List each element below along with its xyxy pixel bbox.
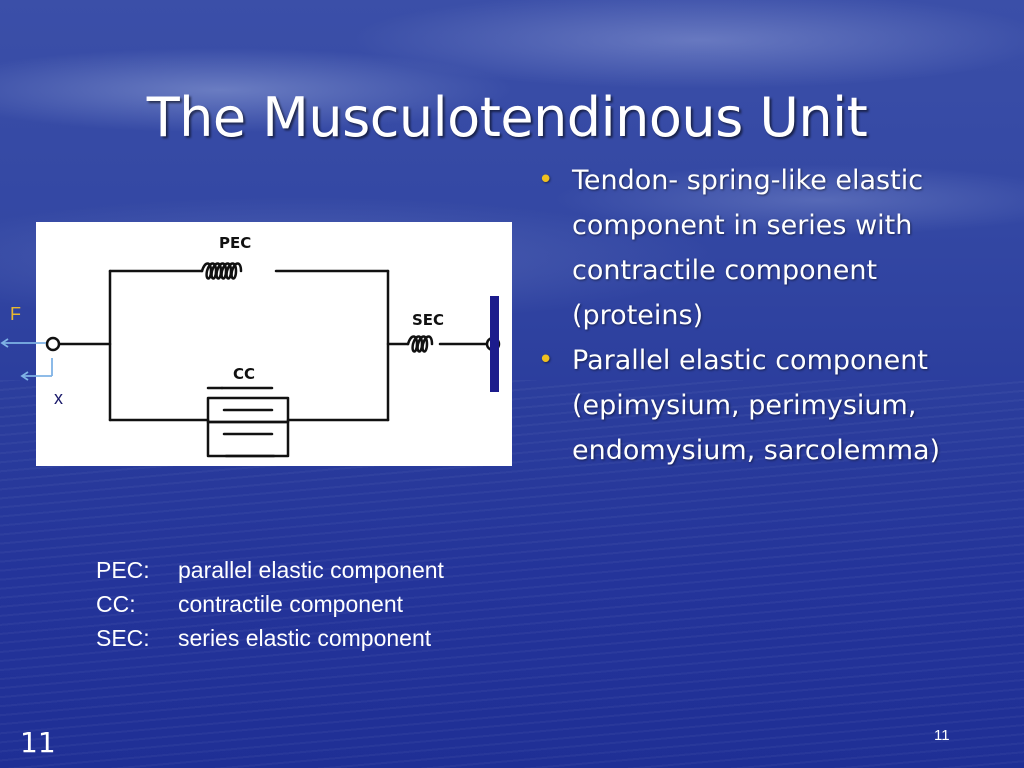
legend-desc: parallel elastic component [178,557,444,583]
force-label: F [10,304,21,324]
cc-label: CC [233,365,255,383]
slide-title: The Musculotendinous Unit [146,86,868,149]
legend-abbr: SEC: [96,625,150,651]
bullet-text: Tendon- spring-like elastic component in… [572,165,924,331]
bullet-icon: • [538,165,554,195]
displacement-arrow-head [20,371,29,381]
cc-box-lower [206,420,290,458]
pec-label: PEC [219,234,251,252]
sec-spring [406,335,434,353]
bullet-icon: • [538,345,554,375]
slide-number-left: 11 [20,726,56,759]
legend-row: SEC: series elastic component [96,621,444,655]
legend-row: CC: contractile component [96,587,444,621]
sec-label: SEC [412,311,444,329]
schematic-svg: PEC SEC CC [45,234,501,458]
right-terminal [485,336,501,352]
slide-number-right: 11 [934,727,950,744]
legend-row: PEC: parallel elastic component [96,553,444,587]
bullet-item: • Tendon- spring-like elastic component … [536,158,996,338]
force-arrow-head [0,338,9,348]
bullet-text: Parallel elastic component (epimysium, p… [572,345,941,466]
legend-abbr: PEC: [96,557,150,583]
displacement-label: x [54,388,63,408]
legend-desc: contractile component [178,591,404,617]
legend-desc: series elastic component [178,625,432,651]
abbreviation-legend: PEC: parallel elastic component CC: contra… [96,553,444,655]
muscle-model-diagram: PEC SEC CC [36,222,512,466]
left-terminal [45,336,61,352]
pec-spring [200,262,243,280]
bullet-item: • Parallel elastic component (epimysium,… [536,338,996,473]
bullet-list: • Tendon- spring-like elastic component … [536,158,996,473]
legend-abbr: CC: [96,591,136,617]
